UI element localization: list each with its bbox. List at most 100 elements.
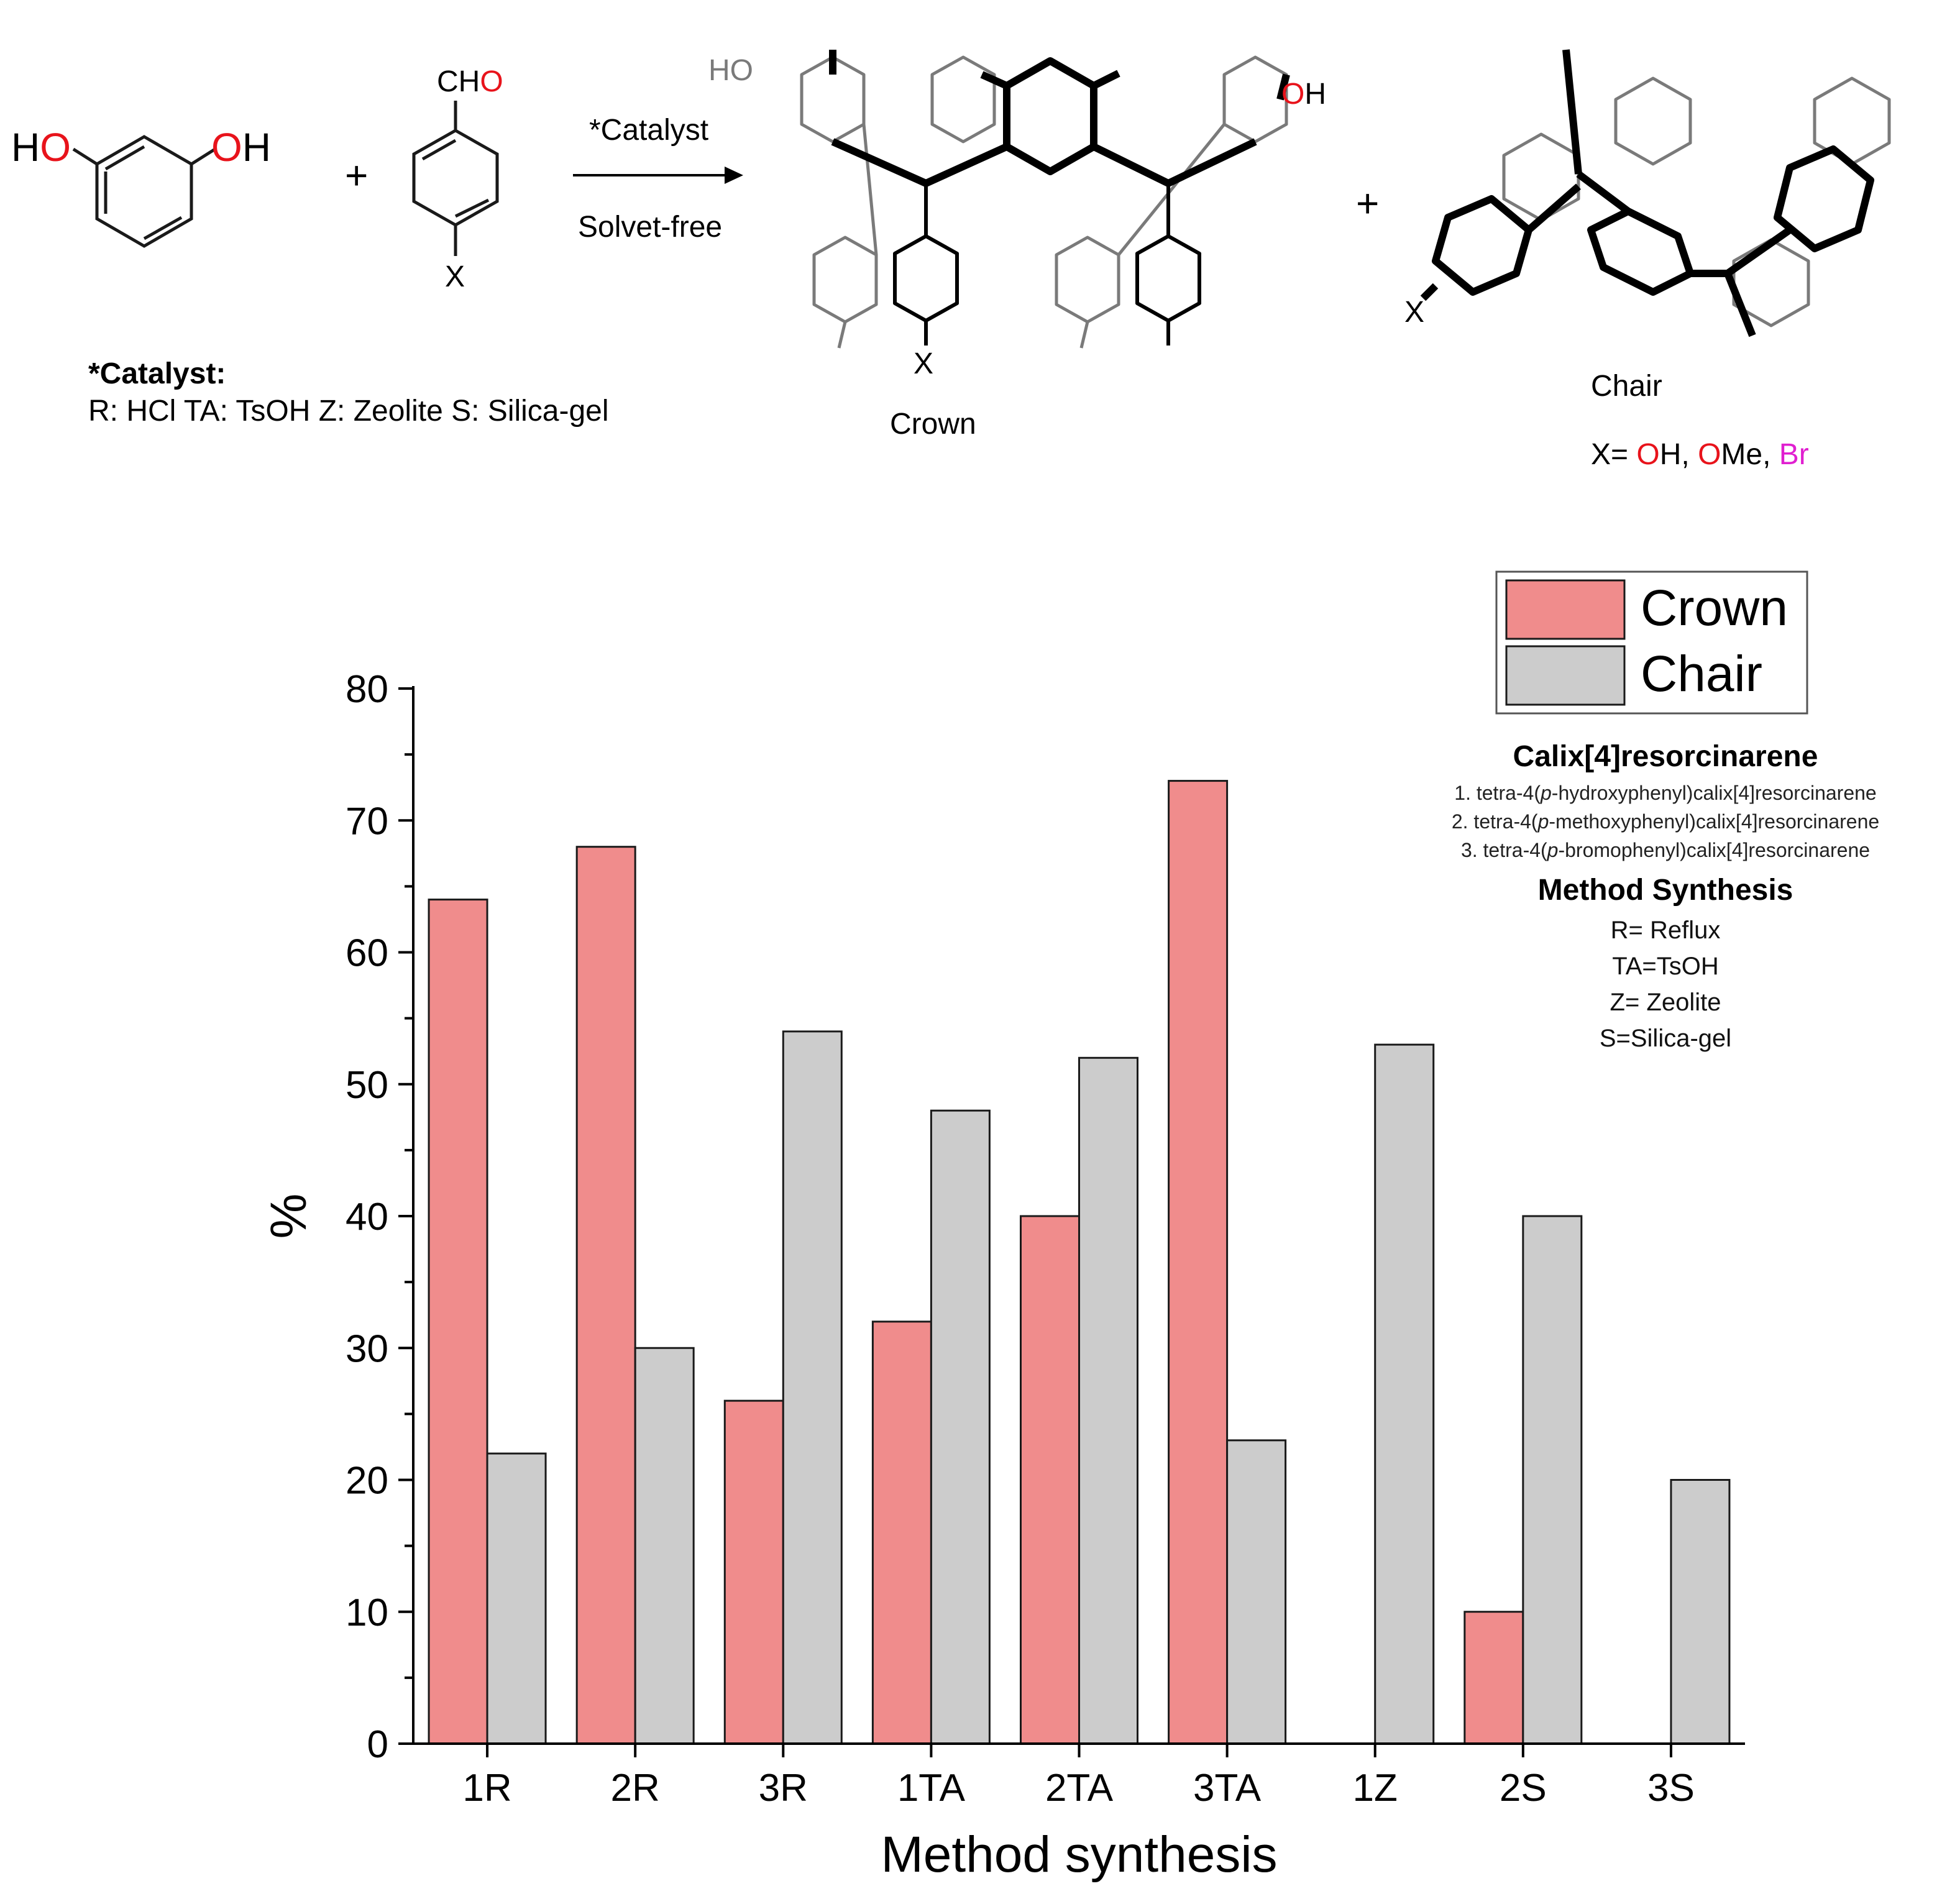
- compound-2-p: p: [1537, 810, 1549, 833]
- y-tick-label-30: 30: [346, 1327, 388, 1370]
- bar-crown-1ta: [871, 1320, 932, 1745]
- bar-chair-3ta: [1226, 1439, 1287, 1745]
- x-tick-label-2r: 2R: [611, 1767, 660, 1810]
- x-tick-label-1r: 1R: [462, 1767, 511, 1810]
- notes-title: Calix[4]resorcinarene: [1513, 740, 1818, 773]
- bar-chair-3s: [1670, 1479, 1731, 1745]
- compound-list: 1. tetra-4(p-hydroxyphenyl)calix[4]resor…: [1342, 779, 1942, 864]
- y-axis-title: %: [260, 1194, 317, 1239]
- x-tick-label-3ta: 3TA: [1193, 1767, 1262, 1810]
- x-definition: X= OH, OMe, Br: [1591, 437, 1809, 472]
- plus-sign-2: +: [1356, 181, 1380, 226]
- compound-3-post: -bromophenyl)calix[4]resorcinarene: [1558, 839, 1871, 861]
- crown-structure: [800, 50, 1290, 349]
- bar-crown-1r: [428, 899, 488, 1745]
- bar-chair-1z: [1374, 1043, 1435, 1745]
- method-item-ta: TA=TsOH: [1612, 953, 1719, 980]
- x-def-o2: O: [1698, 438, 1721, 471]
- bar-crown-2s: [1463, 1611, 1524, 1745]
- y-tick-label-80: 80: [346, 668, 388, 711]
- bar-crown-3ta: [1168, 780, 1229, 1745]
- compound-1-pre: 1. tetra-4(: [1454, 782, 1541, 804]
- x-tick-label-2s: 2S: [1500, 1767, 1547, 1810]
- x-tick-label-2ta: 2TA: [1045, 1767, 1114, 1810]
- chair-structure: [1420, 49, 1891, 337]
- compound-3-p: p: [1547, 839, 1559, 861]
- resorcinol-ho-label: HO: [11, 124, 71, 170]
- method-item-s: S=Silica-gel: [1599, 1025, 1732, 1052]
- aldehyde-x-label: X: [445, 260, 465, 293]
- cho-o-text: O: [480, 65, 503, 98]
- oh-h-text: H: [242, 125, 271, 170]
- x-axis-title: Method synthesis: [881, 1826, 1277, 1883]
- oh-o-text: O: [211, 125, 242, 170]
- y-tick-label-20: 20: [346, 1460, 388, 1503]
- compound-1-post: -hydroxyphenyl)calix[4]resorcinarene: [1551, 782, 1877, 804]
- chair-x-label: X: [1404, 296, 1425, 329]
- catalyst-list: R: HCl TA: TsOH Z: Zeolite S: Silica-gel: [88, 395, 609, 428]
- x-def-o1: O: [1636, 438, 1660, 471]
- x-def-br: Br: [1779, 438, 1809, 471]
- crown-ho-gray: HO: [708, 54, 753, 87]
- y-tick-label-10: 10: [346, 1591, 388, 1634]
- compound-3-pre: 3. tetra-4(: [1460, 839, 1547, 861]
- compound-item-1: 1. tetra-4(p-hydroxyphenyl)calix[4]resor…: [1342, 779, 1942, 807]
- x-tick-label-3r: 3R: [759, 1767, 808, 1810]
- compound-1-p: p: [1541, 782, 1552, 804]
- legend-swatch-chair: [1505, 645, 1626, 706]
- bars-layer: [428, 780, 1731, 1745]
- y-tick-label-60: 60: [346, 932, 388, 975]
- chair-label: Chair: [1591, 370, 1662, 403]
- method-title: Method Synthesis: [1537, 874, 1793, 907]
- reaction-scheme-graphics: [72, 49, 1891, 349]
- y-tick-label-0: 0: [367, 1723, 388, 1766]
- crown-label: Crown: [890, 408, 976, 441]
- crown-oh-label: OH: [1281, 77, 1326, 111]
- method-item-z: Z= Zeolite: [1610, 989, 1721, 1016]
- bar-chair-3r: [782, 1030, 843, 1745]
- arrow-top-label: *Catalyst: [589, 114, 709, 147]
- bar-chair-2ta: [1078, 1056, 1138, 1745]
- x-def-prefix: X=: [1591, 438, 1637, 471]
- crown-oh-h: H: [1304, 78, 1327, 111]
- compound-2-post: -methoxyphenyl)calix[4]resorcinarene: [1549, 810, 1880, 833]
- x-tick-label-1z: 1Z: [1353, 1767, 1398, 1810]
- compound-item-2: 2. tetra-4(p-methoxyphenyl)calix[4]resor…: [1342, 807, 1942, 836]
- catalyst-title: *Catalyst:: [88, 357, 226, 390]
- bar-crown-2ta: [1020, 1215, 1080, 1745]
- crown-x-label: X: [914, 347, 934, 380]
- bar-chair-1ta: [930, 1109, 991, 1745]
- ho-o-text: O: [40, 125, 71, 170]
- bar-chair-1r: [486, 1452, 547, 1745]
- x-tick-label-3s: 3S: [1647, 1767, 1695, 1810]
- arrow-bottom-label: Solvet-free: [578, 211, 723, 244]
- bar-chair-2s: [1522, 1215, 1583, 1745]
- x-def-me: Me,: [1721, 438, 1779, 471]
- x-tick-label-1ta: 1TA: [897, 1767, 966, 1810]
- plus-sign-1: +: [345, 153, 369, 198]
- resorcinol-oh-label: OH: [211, 124, 271, 170]
- legend-label-chair: Chair: [1641, 646, 1762, 702]
- cho-ch-text: CH: [437, 65, 480, 98]
- compound-2-pre: 2. tetra-4(: [1451, 810, 1538, 833]
- aldehyde-cho-label: CHO: [437, 65, 503, 99]
- y-tick-label-70: 70: [346, 800, 388, 843]
- y-tick-label-40: 40: [346, 1196, 388, 1238]
- method-item-r: R= Reflux: [1610, 917, 1721, 944]
- ho-h-text: H: [11, 125, 40, 170]
- compound-item-3: 3. tetra-4(p-bromophenyl)calix[4]resorci…: [1342, 836, 1942, 864]
- compound-notes: Calix[4]resorcinarene 1. tetra-4(p-hydro…: [1342, 739, 1942, 1056]
- legend-label-crown: Crown: [1641, 580, 1788, 636]
- bar-crown-2r: [575, 846, 636, 1745]
- bar-crown-3r: [723, 1399, 784, 1745]
- x-def-h1: H,: [1659, 438, 1698, 471]
- legend-swatch-crown: [1505, 579, 1626, 640]
- reaction-arrow: [573, 167, 743, 184]
- crown-oh-o: O: [1281, 78, 1305, 111]
- axes-layer: 0 10 20 30 40 50 60 70 80 1R 2R 3R 1TA 2TA 3TA 1Z 2S 3S Me…: [260, 668, 1745, 1883]
- bar-chair-2r: [634, 1347, 695, 1745]
- y-tick-label-50: 50: [346, 1064, 388, 1107]
